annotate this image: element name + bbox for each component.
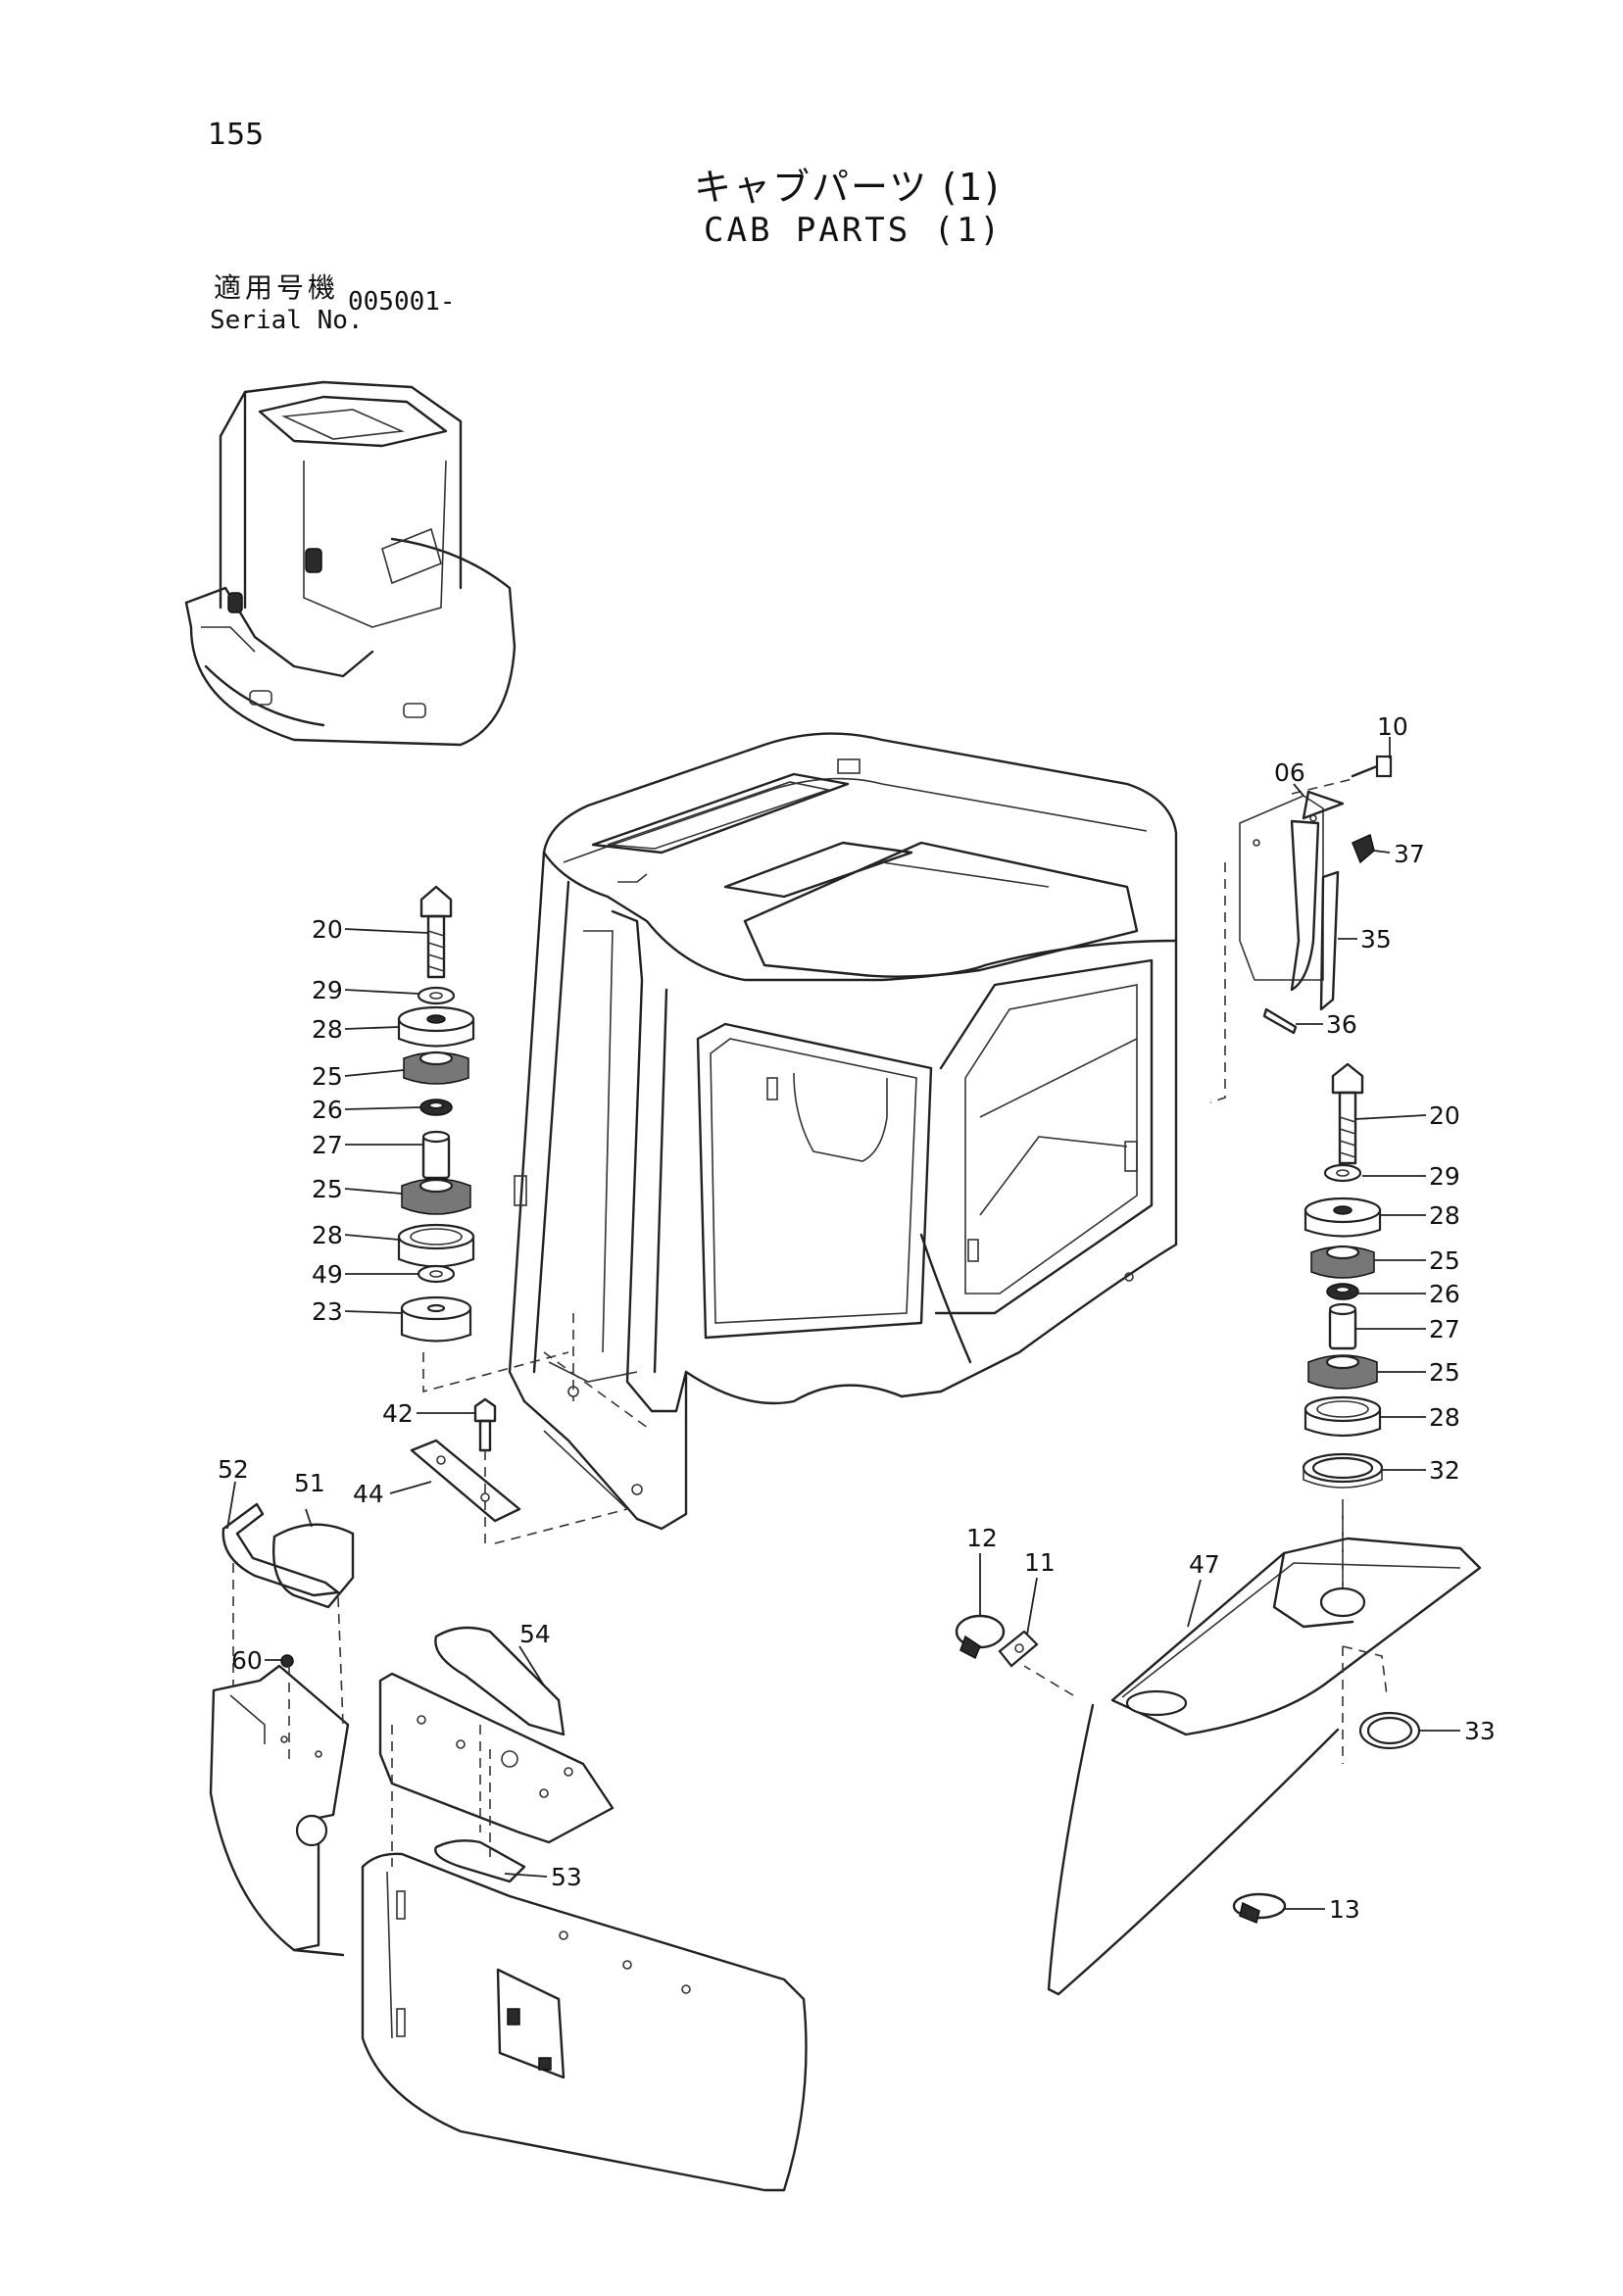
callout-52: 52 [218,1455,249,1484]
callout-11: 11 [1024,1548,1056,1577]
callout-23: 23 [312,1297,343,1326]
leader-lines [226,737,1460,1910]
callout-60: 60 [231,1646,263,1675]
callout-36: 36 [1326,1010,1357,1039]
floor-plate-47-group [955,1509,1482,1996]
callout-10: 10 [1377,712,1408,741]
callout-right-25-lower: 25 [1429,1358,1460,1387]
callout-left-26: 26 [312,1096,343,1124]
callout-35: 35 [1360,925,1392,953]
callout-left-27: 27 [312,1131,343,1159]
page-number: 155 [208,118,265,152]
page-title-japanese: キャブパーツ (1) [694,166,1002,209]
callout-right-27: 27 [1429,1315,1460,1343]
page-title-english: CAB PARTS (1) [704,211,1004,250]
callout-53: 53 [551,1863,582,1891]
callout-12: 12 [966,1524,998,1552]
bolt-42-plate-44 [410,1397,628,1544]
callout-32: 32 [1429,1456,1460,1485]
callout-54: 54 [519,1620,551,1648]
left-mount-stack [397,885,569,1393]
callout-49: 49 [312,1260,343,1289]
callout-labels: 10 06 37 35 36 20 29 28 25 26 27 25 28 4… [218,712,1496,1924]
right-mount-stack [1302,1062,1384,1588]
callout-left-28-lower: 28 [312,1221,343,1249]
callout-right-28-lower: 28 [1429,1403,1460,1432]
callout-left-25-lower: 25 [312,1175,343,1203]
callout-right-26: 26 [1429,1280,1460,1308]
callout-left-29: 29 [312,976,343,1004]
callout-06: 06 [1274,758,1305,787]
callout-44: 44 [353,1480,384,1508]
callout-42: 42 [382,1399,414,1428]
callout-left-25-upper: 25 [312,1062,343,1091]
callout-right-20: 20 [1429,1101,1460,1130]
callout-left-20: 20 [312,915,343,944]
callout-13: 13 [1329,1895,1360,1924]
front-guard-group [209,1502,355,1957]
callout-right-25-upper: 25 [1429,1246,1460,1275]
machine-overview-illustration [184,380,516,747]
side-panel-group [361,1626,808,2192]
callout-51: 51 [294,1469,325,1497]
serial-label-english: Serial No. [210,306,364,335]
cab-frame [508,732,1178,1531]
callout-right-29: 29 [1429,1162,1460,1191]
callout-33: 33 [1464,1717,1496,1745]
serial-number-value: 005001- [348,287,456,317]
serial-label-japanese: 適用号機 [214,271,340,304]
callout-37: 37 [1394,840,1425,868]
callout-right-28-upper: 28 [1429,1201,1460,1230]
callout-47: 47 [1189,1550,1220,1579]
callout-left-28-upper: 28 [312,1015,343,1044]
